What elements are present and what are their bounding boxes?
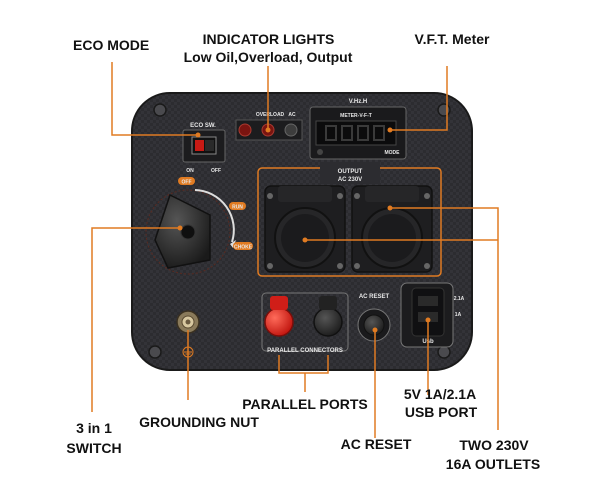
callout-switch-line2: SWITCH [66,440,122,456]
ac-reset-button[interactable] [357,308,391,342]
vft-meter [309,106,407,160]
eco-off-label: OFF [211,168,221,174]
usb-port[interactable] [400,282,454,348]
callout-parallel-ports: PARALLEL PORTS [242,396,368,412]
parallel-connectors-label: PARALLEL CONNECTORS [267,348,343,354]
mode-label: MODE [385,150,401,156]
meter-label: METER-V-F-T [340,113,372,119]
callout-dots [177,127,431,333]
callout-indicator-title: INDICATOR LIGHTS [202,31,335,47]
grounding-nut[interactable] [176,310,200,334]
callout-indicator-sub: Low Oil,Overload, Output [183,49,353,65]
callout-outlets-line1: TWO 230V [459,437,529,453]
dial-off-label: OFF [182,180,192,186]
parallel-connector-red[interactable] [264,296,294,337]
callout-switch-line1: 3 in 1 [76,420,112,436]
callout-usb-line1: 5V 1A/2.1A [403,386,477,402]
usb-1a-label: 1A [455,312,462,318]
panel-screws [148,103,451,359]
callout-usb-line2: USB PORT [404,404,478,420]
dial-run-label: RUN [232,205,243,211]
outlets-group [257,162,442,277]
callout-leader-lines [91,62,499,438]
three-in-one-dial[interactable] [145,189,236,275]
ac-indicator-label: AC [288,112,296,118]
ac-reset-panel-label: AC RESET [359,294,390,300]
usb-21a-label: 2.1A [454,296,465,302]
callout-ac-reset: AC RESET [340,436,412,452]
outlet-right[interactable] [351,185,433,273]
parallel-connectors-frame [261,292,349,352]
callout-vft-meter: V.F.T. Meter [414,31,490,47]
output-label-line1: OUTPUT [338,169,363,175]
outlet-left[interactable] [264,185,346,273]
overload-label: OVERLOAD [256,112,285,118]
callout-eco-mode: ECO MODE [73,37,150,53]
dial-choke-label: CHOKE [234,245,253,251]
parallel-connector-black[interactable] [313,296,343,337]
eco-sw-label: ECO SW. [190,123,216,129]
output-label-line2: AC 230V [338,177,362,183]
vhz-label: V.Hz.H [349,99,367,105]
callout-outlets-line2: 16A OUTLETS [445,456,541,472]
dial-position-labels [178,177,253,250]
eco-on-label: ON [186,168,194,174]
eco-switch[interactable] [182,129,226,163]
callout-grounding-nut: GROUNDING NUT [139,414,259,430]
